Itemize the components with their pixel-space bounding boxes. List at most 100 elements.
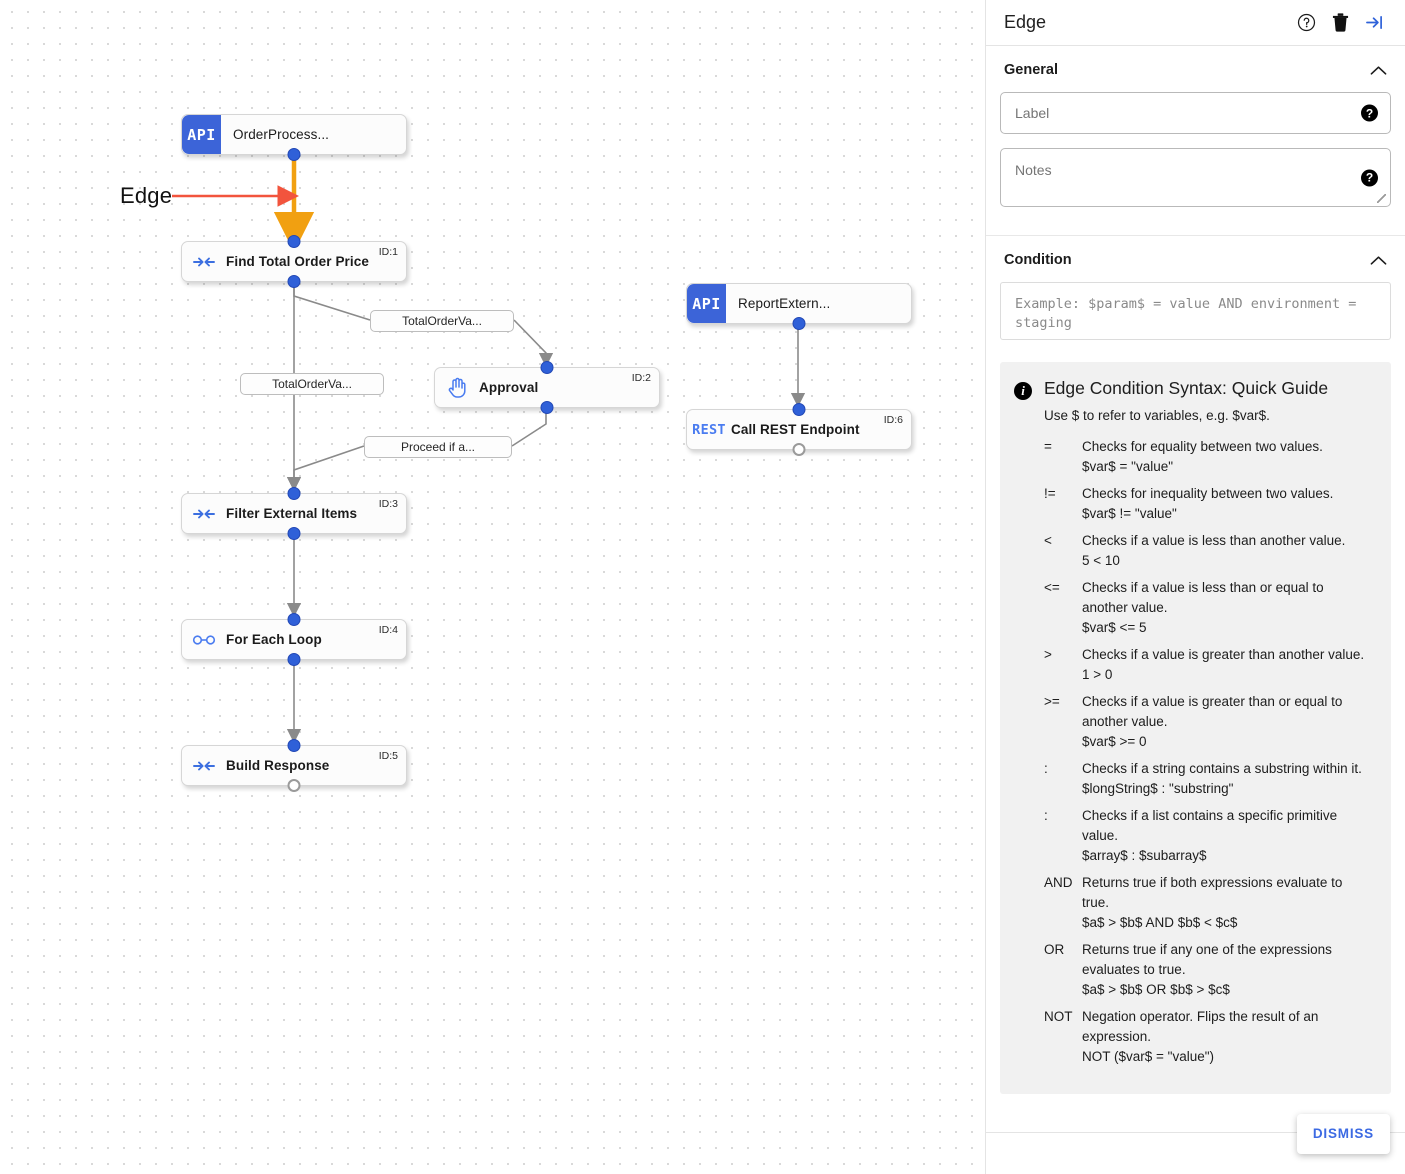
panel-title: Edge — [1004, 12, 1047, 32]
node-output-port[interactable] — [287, 779, 301, 792]
operator-symbol: <= — [1044, 580, 1060, 595]
notes-field-wrapper[interactable]: ? — [1000, 148, 1391, 207]
operator-example: NOT ($var$ = "value") — [1082, 1049, 1215, 1064]
chevron-up-icon[interactable] — [1370, 65, 1387, 76]
node-title: Find Total Order Price — [226, 254, 369, 269]
section-general-header[interactable]: General — [1000, 62, 1391, 78]
delete-trash-icon[interactable] — [1323, 6, 1357, 40]
label-field-wrapper[interactable]: ? — [1000, 92, 1391, 134]
notes-textarea[interactable] — [1001, 149, 1390, 201]
operator-symbol: OR — [1044, 942, 1065, 957]
node-input-port[interactable] — [792, 403, 806, 416]
node-output-port[interactable] — [287, 148, 301, 161]
node-id-badge: ID:3 — [378, 498, 398, 510]
node-output-port[interactable] — [287, 653, 301, 666]
operator-example: 1 > 0 — [1082, 667, 1113, 682]
operator-row: NOT Negation operator. Flips the result o… — [1044, 1007, 1373, 1067]
node-output-port[interactable] — [540, 401, 554, 414]
node-output-port[interactable] — [287, 275, 301, 288]
info-icon: i — [1014, 382, 1032, 400]
node-filter-external-items[interactable]: Filter External Items ID:3 — [181, 487, 407, 540]
operator-row: != Checks for inequality between two valu… — [1044, 484, 1373, 524]
node-input-port[interactable] — [287, 487, 301, 500]
operator-row: >=Checks if a value is greater than or e… — [1044, 692, 1373, 752]
section-condition-header[interactable]: Condition — [1000, 252, 1391, 268]
label-help-icon[interactable]: ? — [1361, 104, 1378, 122]
edge-condition-guide-card: i Edge Condition Syntax: Quick Guide Use… — [1000, 362, 1391, 1094]
workflow-canvas[interactable]: Edge API OrderProcess... Find Total Orde… — [0, 0, 985, 1174]
operator-symbol: NOT — [1044, 1009, 1073, 1024]
node-orderprocess[interactable]: API OrderProcess... — [181, 114, 407, 161]
node-find-total-order-price[interactable]: Find Total Order Price ID:1 — [181, 235, 407, 288]
node-input-port[interactable] — [540, 361, 554, 374]
operator-row: :Checks if a list contains a specific pr… — [1044, 806, 1373, 866]
operator-symbol: : — [1044, 761, 1048, 776]
node-call-rest-endpoint[interactable]: REST Call REST Endpoint ID:6 — [686, 403, 912, 456]
operator-row: <= Checks if a value is less than or equa… — [1044, 578, 1373, 638]
operator-symbol: != — [1044, 486, 1056, 501]
operator-description: Negation operator. Flips the result of a… — [1082, 1009, 1319, 1044]
section-divider — [986, 235, 1405, 236]
node-output-port[interactable] — [287, 527, 301, 540]
operator-example: 5 < 10 — [1082, 553, 1120, 568]
panel-header: Edge — [986, 0, 1405, 46]
dismiss-label: DISMISS — [1312, 1126, 1374, 1141]
chevron-up-icon[interactable] — [1370, 255, 1387, 266]
operator-example: $var$ != "value" — [1082, 506, 1177, 521]
operator-symbol: : — [1044, 808, 1048, 823]
collapse-panel-icon[interactable] — [1357, 6, 1391, 40]
rest-icon: REST — [687, 422, 731, 438]
node-id-badge: ID:2 — [631, 372, 651, 384]
hand-icon — [435, 377, 479, 398]
operator-symbol: > — [1044, 647, 1052, 662]
section-general: General ? ? — [1000, 46, 1391, 229]
operator-row: AND Returns true if both expressions eval… — [1044, 873, 1373, 933]
node-approval[interactable]: Approval ID:2 — [434, 361, 660, 414]
api-badge-icon: API — [182, 115, 221, 154]
arrows-pointing-in-icon — [182, 254, 226, 270]
node-title: OrderProcess... — [233, 127, 330, 142]
node-title: Call REST Endpoint — [731, 422, 860, 437]
operator-description: Checks if a value is less than or equal … — [1082, 580, 1324, 615]
node-title: Approval — [479, 380, 539, 395]
node-build-response[interactable]: Build Response ID:5 — [181, 739, 407, 792]
node-input-port[interactable] — [287, 739, 301, 752]
operator-description: Checks if a value is less than another v… — [1082, 533, 1346, 548]
edge-label-chip[interactable]: Proceed if a... — [364, 436, 512, 458]
node-output-port[interactable] — [792, 317, 806, 330]
help-circle-icon[interactable] — [1289, 6, 1323, 40]
edge-label-chip[interactable]: TotalOrderVa... — [240, 373, 384, 395]
notes-help-icon[interactable]: ? — [1361, 169, 1378, 186]
operator-symbol: >= — [1044, 694, 1060, 709]
node-id-badge: ID:4 — [378, 624, 398, 636]
node-title: For Each Loop — [226, 632, 322, 647]
edge-connections-layer — [172, 155, 806, 744]
operator-description: Checks for inequality between two values… — [1082, 486, 1334, 501]
operator-symbol: AND — [1044, 875, 1073, 890]
operator-description: Checks if a string contains a substring … — [1082, 761, 1362, 776]
notes-resize-handle[interactable] — [1377, 194, 1386, 203]
operator-row: =Checks for equality between two values.… — [1044, 437, 1373, 477]
operator-description: Checks if a value is greater than anothe… — [1082, 647, 1365, 662]
operator-description: Returns true if both expressions evaluat… — [1082, 875, 1343, 910]
edge-label-chip[interactable]: TotalOrderVa... — [370, 310, 514, 332]
edge-properties-panel: Edge — [985, 0, 1405, 1174]
node-output-port[interactable] — [792, 443, 806, 456]
node-input-port[interactable] — [287, 235, 301, 248]
operator-symbol: < — [1044, 533, 1052, 548]
node-input-port[interactable] — [287, 613, 301, 626]
section-title: Condition — [1004, 252, 1072, 268]
operator-example: $array$ : $subarray$ — [1082, 848, 1207, 863]
section-condition: Condition Example: $param$ = value AND e… — [1000, 236, 1391, 1102]
dismiss-button[interactable]: DISMISS — [1296, 1114, 1390, 1154]
condition-input[interactable]: Example: $param$ = value AND environment… — [1000, 282, 1391, 340]
operator-example: $longString$ : "substring" — [1082, 781, 1234, 796]
label-input[interactable] — [1001, 93, 1390, 133]
node-reportextern[interactable]: API ReportExtern... — [686, 283, 912, 330]
node-title: ReportExtern... — [738, 296, 831, 311]
operator-example: $a$ > $b$ AND $b$ < $c$ — [1082, 915, 1238, 930]
section-title: General — [1004, 62, 1058, 78]
operator-example: $a$ > $b$ OR $b$ > $c$ — [1082, 982, 1230, 997]
node-for-each-loop[interactable]: For Each Loop ID:4 — [181, 613, 407, 666]
